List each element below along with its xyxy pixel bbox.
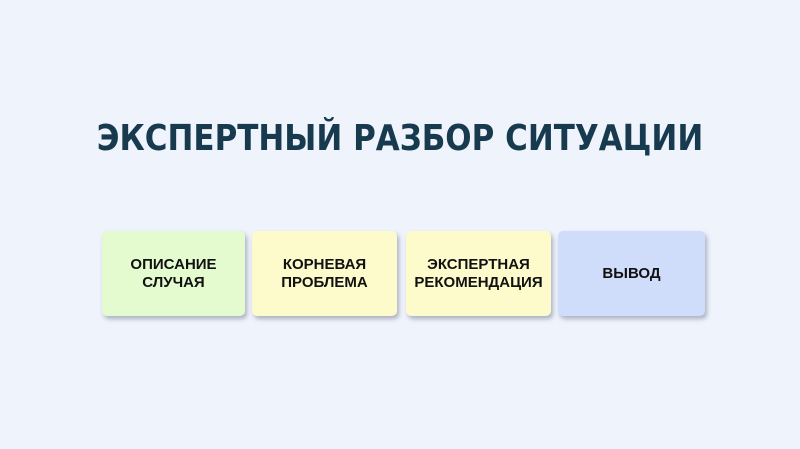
step-conclusion: ВЫВОД bbox=[558, 231, 705, 316]
step-label: ОПИСАНИЕ СЛУЧАЯ bbox=[130, 255, 217, 291]
step-label: КОРНЕВАЯ ПРОБЛЕМА bbox=[281, 255, 368, 291]
step-case-description: ОПИСАНИЕ СЛУЧАЯ bbox=[102, 231, 245, 316]
step-label: ВЫВОД bbox=[602, 264, 661, 282]
step-root-problem: КОРНЕВАЯ ПРОБЛЕМА bbox=[252, 231, 397, 316]
step-expert-recommendation: ЭКСПЕРТНАЯ РЕКОМЕНДАЦИЯ bbox=[406, 231, 551, 316]
step-label: ЭКСПЕРТНАЯ РЕКОМЕНДАЦИЯ bbox=[414, 255, 543, 291]
page-title: ЭКСПЕРТНЫЙ РАЗБОР СИТУАЦИИ bbox=[96, 118, 704, 159]
